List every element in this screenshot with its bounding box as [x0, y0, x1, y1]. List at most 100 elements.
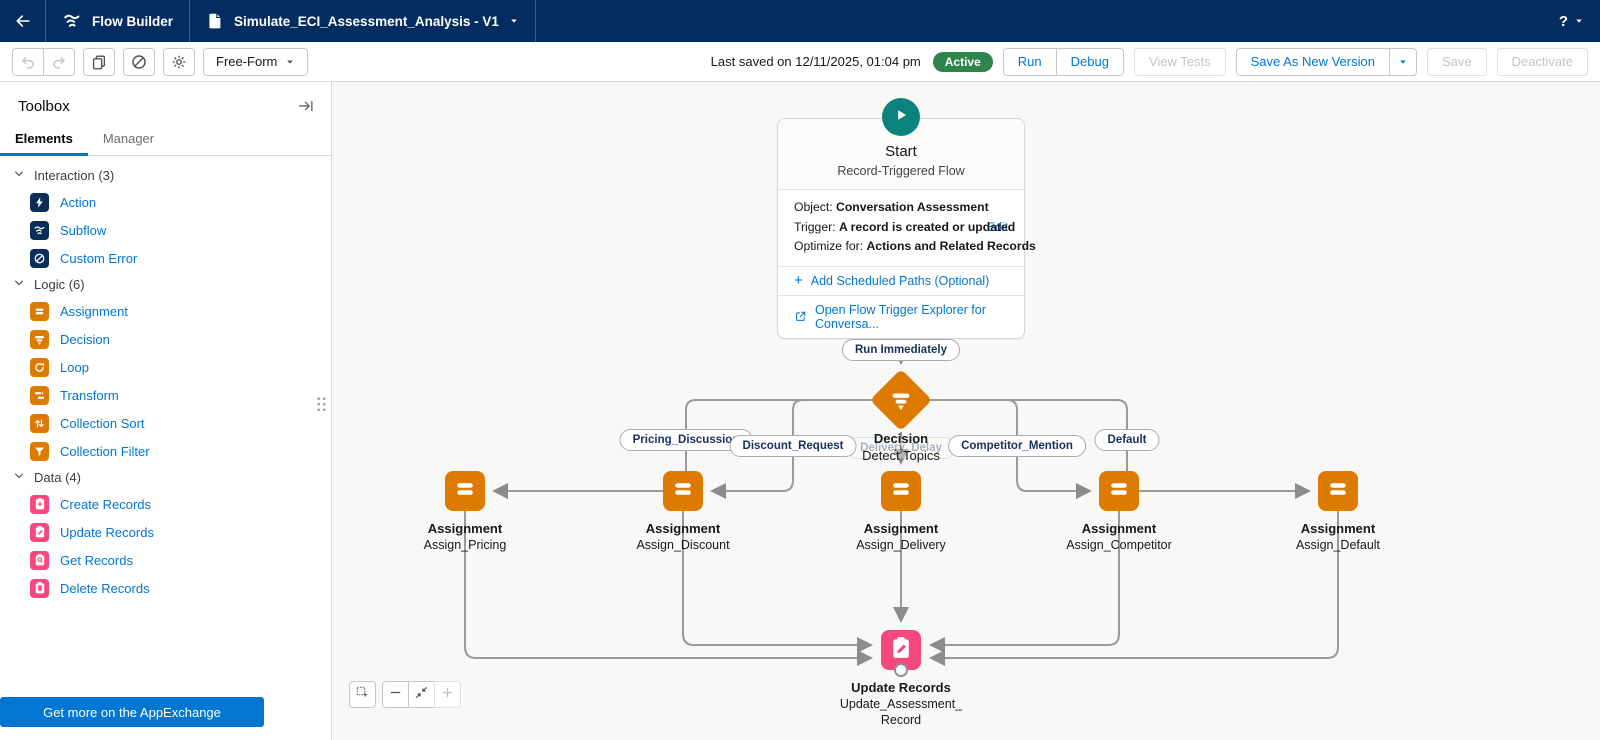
undo-icon [19, 53, 37, 71]
start-optimize-row: Optimize for: Actions and Related Record… [794, 237, 1036, 257]
assignment-name-label: Assign_Pricing [423, 538, 507, 552]
zoom-fit-button[interactable] [408, 681, 435, 708]
run-immediately-label[interactable]: Run Immediately [841, 339, 961, 361]
layout-mode-value: Free-Form [216, 54, 278, 69]
zoom-out-button[interactable] [382, 681, 409, 708]
clip-pencil-icon [30, 522, 49, 542]
start-object-row: Object: Conversation Assessment Edit [794, 198, 1008, 234]
update-records-node[interactable]: Update Records Update_Assessment_ Record [811, 630, 991, 728]
sidebar-item-decision[interactable]: Decision [0, 325, 331, 353]
help-menu[interactable]: ? [1543, 0, 1600, 42]
sidebar-item-loop[interactable]: Loop [0, 353, 331, 381]
sidebar-item-collection-filter[interactable]: Collection Filter [0, 437, 331, 465]
save-options-caret-button[interactable] [1388, 47, 1417, 76]
flow-canvas[interactable]: Start Record-Triggered Flow Object: Conv… [332, 82, 1600, 740]
assignment-type-label: Assignment [1081, 521, 1157, 536]
item-label: Loop [60, 359, 89, 375]
layout-mode-select[interactable]: Free-Form [203, 47, 309, 76]
sidebar-item-subflow[interactable]: Subflow [0, 216, 331, 244]
sidebar-item-update-records[interactable]: Update Records [0, 518, 331, 546]
back-button[interactable] [0, 0, 46, 42]
item-label: Collection Sort [60, 415, 145, 431]
item-label: Create Records [60, 496, 152, 512]
add-scheduled-paths-link[interactable]: + Add Scheduled Paths (Optional) [778, 265, 1024, 295]
sidebar-item-delete-records[interactable]: Delete Records [0, 574, 331, 602]
assignment-icon [1325, 476, 1351, 507]
panel-resize-handle[interactable] [316, 396, 327, 413]
start-play-icon [882, 98, 920, 136]
tab-manager[interactable]: Manager [102, 131, 155, 146]
tab-elements[interactable]: Elements [0, 126, 88, 156]
decision-label[interactable]: Decision Detect Topics [821, 431, 981, 464]
decision-icon [30, 329, 49, 349]
appexchange-button[interactable]: Get more on the AppExchange [0, 697, 264, 727]
save-as-new-version-button[interactable]: Save As New Version [1235, 47, 1390, 76]
custom-error-icon [30, 248, 49, 268]
toolbar: Free-Form Last saved on 12/11/2025, 01:0… [0, 42, 1600, 82]
outcome-label-default[interactable]: Default [1094, 429, 1160, 451]
sidebar-item-action[interactable]: Action [0, 188, 331, 216]
item-label: Collection Filter [60, 443, 150, 459]
assignment-node-box [1318, 471, 1358, 511]
plus-icon: + [794, 271, 803, 289]
assignment-name-label: Assign_Discount [636, 538, 730, 552]
status-badge: Active [932, 51, 993, 72]
save-button[interactable]: Save [1426, 47, 1487, 76]
run-button[interactable]: Run [1002, 47, 1057, 76]
decision-icon [889, 388, 913, 412]
collapse-panel-icon[interactable] [297, 97, 315, 115]
copy-button[interactable] [83, 47, 115, 76]
settings-button[interactable] [163, 47, 195, 76]
update-node-type-label: Update Records [851, 680, 951, 695]
assignment-icon [30, 301, 49, 321]
open-flow-trigger-explorer-link[interactable]: Open Flow Trigger Explorer for Conversa.… [778, 294, 1024, 338]
start-node[interactable]: Start Record-Triggered Flow Object: Conv… [777, 98, 1036, 339]
item-label: Transform [60, 387, 119, 403]
sidebar-item-collection-sort[interactable]: Collection Sort [0, 409, 331, 437]
sidebar-item-assignment[interactable]: Assignment [0, 297, 331, 325]
marquee-select-icon [355, 685, 370, 705]
item-label: Assignment [60, 303, 128, 319]
tree-section-header[interactable]: Data (4) [0, 465, 331, 490]
zoom-in-button[interactable] [434, 681, 461, 708]
deactivate-button[interactable]: Deactivate [1496, 47, 1588, 76]
undo-button[interactable] [12, 47, 44, 76]
flow-builder-logo-icon [62, 11, 82, 31]
flow-name-menu[interactable]: Simulate_ECI_Assessment_Analysis - V1 [190, 0, 536, 42]
decision-node[interactable] [869, 368, 933, 432]
last-saved-text: Last saved on 12/11/2025, 01:04 pm [710, 54, 921, 69]
tree-section-header[interactable]: Interaction (3) [0, 163, 331, 188]
assignment-icon [452, 476, 478, 507]
disable-element-button[interactable] [123, 47, 155, 76]
app-header: Flow Builder Simulate_ECI_Assessment_Ana… [0, 0, 1600, 42]
redo-button[interactable] [43, 47, 75, 76]
assignment-type-label: Assignment [863, 521, 939, 536]
sidebar-item-create-records[interactable]: Create Records [0, 490, 331, 518]
trigger-label: Trigger: [794, 219, 836, 234]
plus-icon [440, 685, 455, 705]
sidebar-item-custom-error[interactable]: Custom Error [0, 244, 331, 272]
assignment-node-box [1099, 471, 1139, 511]
select-tool-button[interactable] [349, 681, 376, 708]
tree-section-header[interactable]: Logic (6) [0, 272, 331, 297]
update-node-port[interactable] [894, 663, 908, 677]
chevron-down-icon [1574, 16, 1584, 26]
view-tests-button[interactable]: View Tests [1133, 47, 1226, 76]
redo-icon [50, 53, 68, 71]
copy-icon [90, 53, 108, 71]
chevron-down-icon [1398, 57, 1408, 67]
assignment-node-box [881, 471, 921, 511]
item-label: Decision [60, 331, 110, 347]
sidebar-item-get-records[interactable]: Get Records [0, 546, 331, 574]
sidebar-item-transform[interactable]: Transform [0, 381, 331, 409]
edit-link[interactable]: Edit [986, 219, 1008, 234]
debug-button[interactable]: Debug [1055, 47, 1124, 76]
explorer-label: Open Flow Trigger Explorer for Conversa.… [815, 302, 986, 331]
toolbox-panel: Toolbox Elements Manager Interaction (3)… [0, 82, 332, 740]
